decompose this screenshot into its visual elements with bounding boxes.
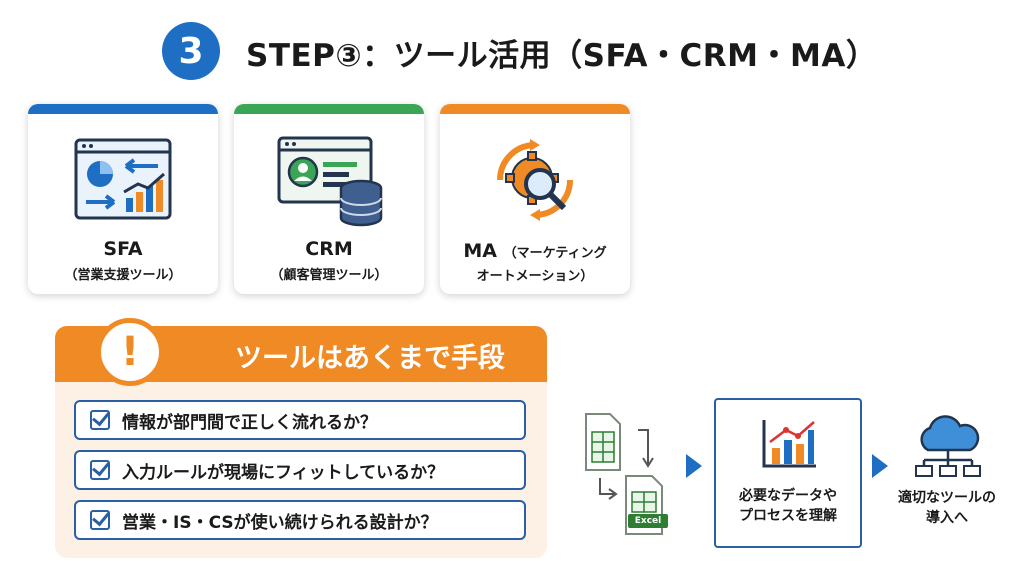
tool-card-crm: CRM （顧客管理ツール） bbox=[234, 104, 424, 294]
excel-label: Excel bbox=[628, 514, 668, 528]
understand-process-box: 必要なデータや プロセスを理解 bbox=[714, 398, 862, 548]
tool-description: オートメーション） bbox=[476, 269, 594, 284]
checklist-item: 入力ルールが現場にフィットしているか？ bbox=[74, 450, 526, 490]
tool-introduction-line-2: 導入へ bbox=[926, 510, 968, 526]
checklist-text: 営業・IS・CSが使い続けられる設計か？ bbox=[122, 512, 438, 533]
card-accent-bar bbox=[234, 104, 424, 114]
warning-title: ツールはあくまで手段 bbox=[235, 343, 505, 374]
gear-magnifier-icon bbox=[440, 130, 630, 232]
customer-database-icon bbox=[234, 130, 424, 232]
chart-analysis-icon bbox=[760, 416, 820, 476]
understand-process-line-2: プロセスを理解 bbox=[739, 508, 837, 524]
understand-process-line-1: 必要なデータや bbox=[739, 488, 837, 504]
tool-name: MA （マーケティング bbox=[440, 240, 630, 262]
tool-name: CRM bbox=[305, 238, 353, 260]
tool-name: SFA bbox=[103, 238, 143, 260]
step-number-badge: 3 bbox=[162, 22, 220, 80]
sales-dashboard-icon bbox=[28, 130, 218, 232]
tool-card-ma: MA （マーケティング オートメーション） bbox=[440, 104, 630, 294]
checklist-item: 営業・IS・CSが使い続けられる設計か？ bbox=[74, 500, 526, 540]
tool-name-main: MA bbox=[463, 240, 498, 262]
card-accent-bar bbox=[440, 104, 630, 114]
card-accent-bar bbox=[28, 104, 218, 114]
tool-introduction-line-1: 適切なツールの bbox=[898, 490, 996, 506]
checklist-text: 情報が部門間で正しく流れるか？ bbox=[122, 412, 377, 433]
checklist-text: 入力ルールが現場にフィットしているか？ bbox=[122, 462, 445, 483]
checklist-item: 情報が部門間で正しく流れるか？ bbox=[74, 400, 526, 440]
understand-process-label: 必要なデータや プロセスを理解 bbox=[716, 486, 860, 526]
tool-card-sfa: SFA （営業支援ツール） bbox=[28, 104, 218, 294]
tool-introduction-label: 適切なツールの 導入へ bbox=[872, 488, 1022, 528]
flow-arrow-icon bbox=[872, 454, 888, 478]
checkbox-icon bbox=[90, 460, 110, 480]
cloud-network-icon bbox=[910, 414, 986, 488]
tool-name-suffix: （マーケティング bbox=[503, 246, 607, 261]
checkbox-icon bbox=[90, 510, 110, 530]
exclamation-icon: ! bbox=[96, 318, 164, 386]
checkbox-icon bbox=[90, 410, 110, 430]
page-title: STEP③：ツール活用（SFA・CRM・MA） bbox=[246, 38, 878, 74]
tool-description: （顧客管理ツール） bbox=[270, 268, 388, 283]
flow-arrow-icon bbox=[686, 454, 702, 478]
tool-description: （営業支援ツール） bbox=[64, 268, 182, 283]
